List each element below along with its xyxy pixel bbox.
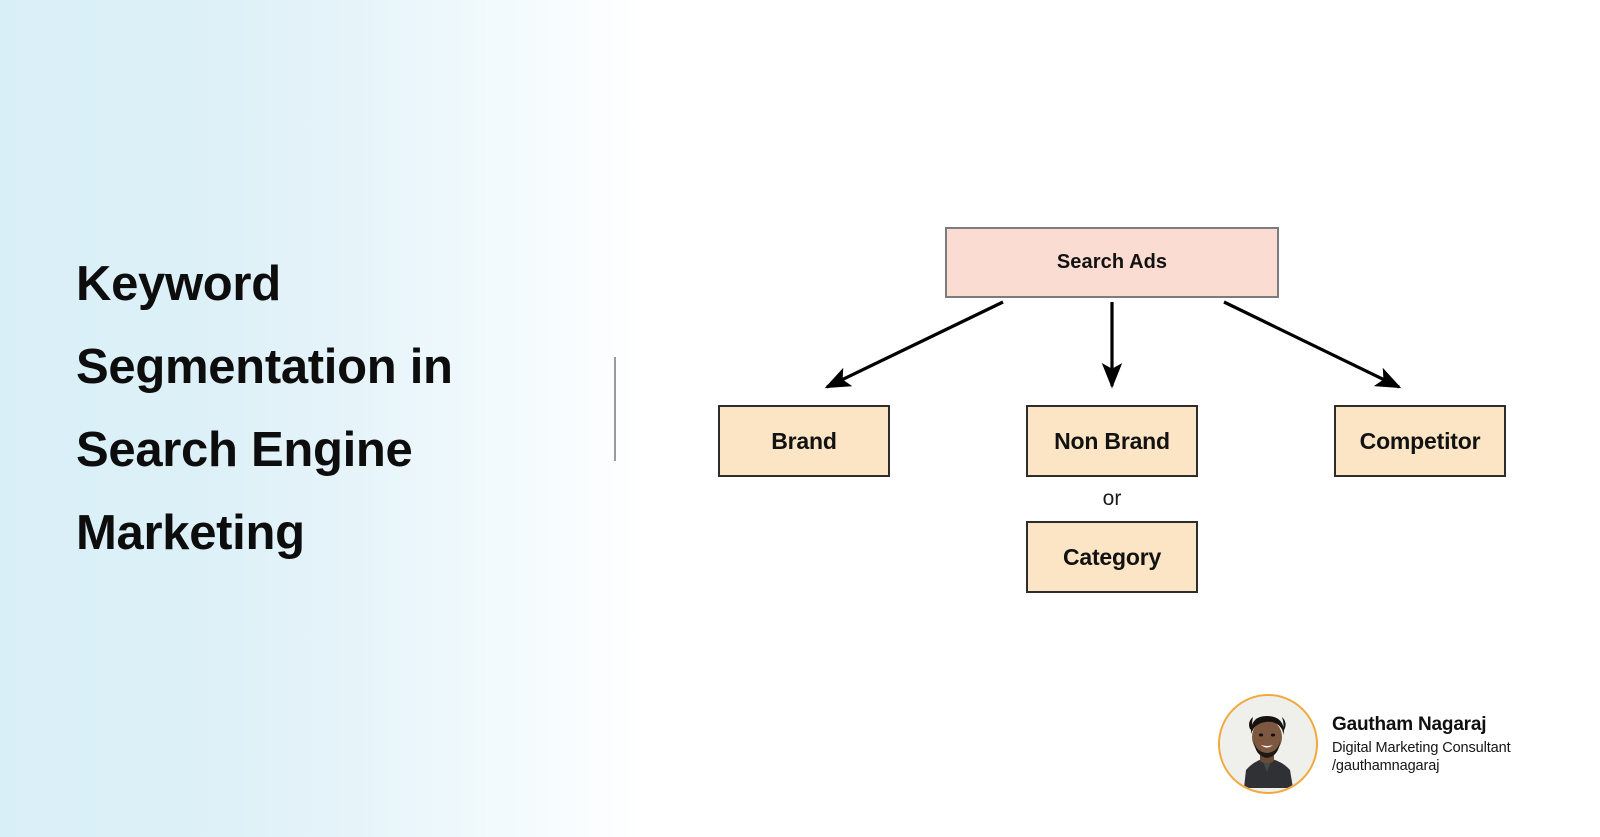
profile-handle: /gauthamnagaraj bbox=[1332, 758, 1440, 774]
node-search-ads-label: Search Ads bbox=[1056, 251, 1168, 273]
node-search-ads[interactable]: Search Ads bbox=[945, 227, 1279, 298]
or-connector-label: or bbox=[1102, 487, 1122, 510]
title-line-2: Segmentation in bbox=[76, 340, 453, 394]
profile-role: Digital Marketing Consultant bbox=[1332, 739, 1511, 756]
title-line-4: Marketing bbox=[76, 506, 305, 560]
node-category[interactable]: Category bbox=[1026, 521, 1198, 593]
author-profile: Gautham Nagaraj Digital Marketing Consul… bbox=[1218, 694, 1511, 794]
node-non-brand[interactable]: Non Brand bbox=[1026, 405, 1198, 477]
avatar-portrait-illustration bbox=[1220, 696, 1312, 788]
node-brand-label: Brand bbox=[771, 427, 837, 454]
profile-name: Gautham Nagaraj bbox=[1332, 713, 1487, 735]
profile-text: Gautham Nagaraj Digital Marketing Consul… bbox=[1332, 715, 1511, 774]
title-line-1: Keyword bbox=[76, 257, 281, 311]
node-competitor-label: Competitor bbox=[1359, 427, 1481, 454]
node-category-label: Category bbox=[1062, 543, 1162, 570]
title-line-3: Search Engine bbox=[76, 423, 413, 477]
node-brand[interactable]: Brand bbox=[718, 405, 890, 477]
vertical-divider bbox=[614, 357, 616, 461]
arrow-root-to-brand bbox=[824, 300, 1004, 389]
arrow-root-to-competitor bbox=[1223, 300, 1402, 389]
avatar-photo bbox=[1220, 696, 1316, 792]
avatar bbox=[1218, 694, 1318, 794]
node-non-brand-label: Non Brand bbox=[1054, 427, 1170, 454]
node-competitor[interactable]: Competitor bbox=[1334, 405, 1506, 477]
page-title: Keyword Segmentation in Search Engine Ma… bbox=[76, 243, 546, 575]
